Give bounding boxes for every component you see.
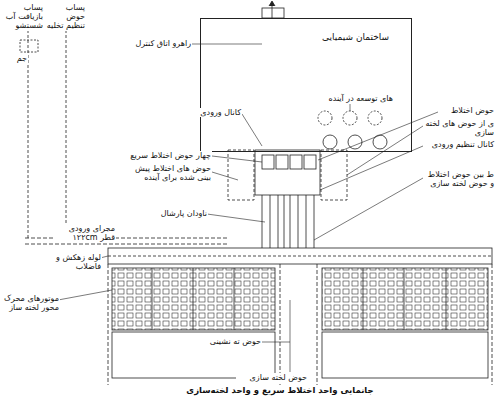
callout-label: موتورهای محرک محور لخته ساز [2,294,60,312]
callout-label: چهار حوض اختلاط سریع [114,151,212,160]
callout-label: ناودان پارشال [140,209,208,218]
callout-label: راهرو اتاق کنترل [104,39,192,48]
callout-label: حوض های اختلاط پیش بینی شده برای آینده [130,164,212,182]
callout-label: حوض ته نشینی [196,337,262,346]
callout-label: مجرای ورودی قطر ۱۲۲cm [54,224,116,242]
callout-label: های توسعه در آینده [312,94,394,103]
callout-label: پساب بازیافت آب شستشو [2,3,44,31]
callout-label: حوض اختلاط [440,106,495,115]
node-text: ساختمان شیمیایی [320,31,391,43]
callout-label: جم [4,54,28,63]
callout-label: ط بین حوض اختلاط و حوض لخته سازی [424,170,495,188]
callout-label: ی از حوض های لخته سازی [424,119,495,137]
callout-label: پساب حوض تنظیم تخلیه [44,3,86,31]
callout-label: حوض لخته سازی [236,373,308,382]
building-box: ساختمان شیمیایی [200,18,412,152]
callout-label: کانال تنظیم ورودی [424,140,495,149]
figure-caption: جانمایی واحد اختلاط سریع و واحد لخته‌ساز… [130,385,430,395]
callout-label: کانال ورودی [176,108,242,117]
callout-label: لوله زهکش و فاضلاب [30,253,102,271]
